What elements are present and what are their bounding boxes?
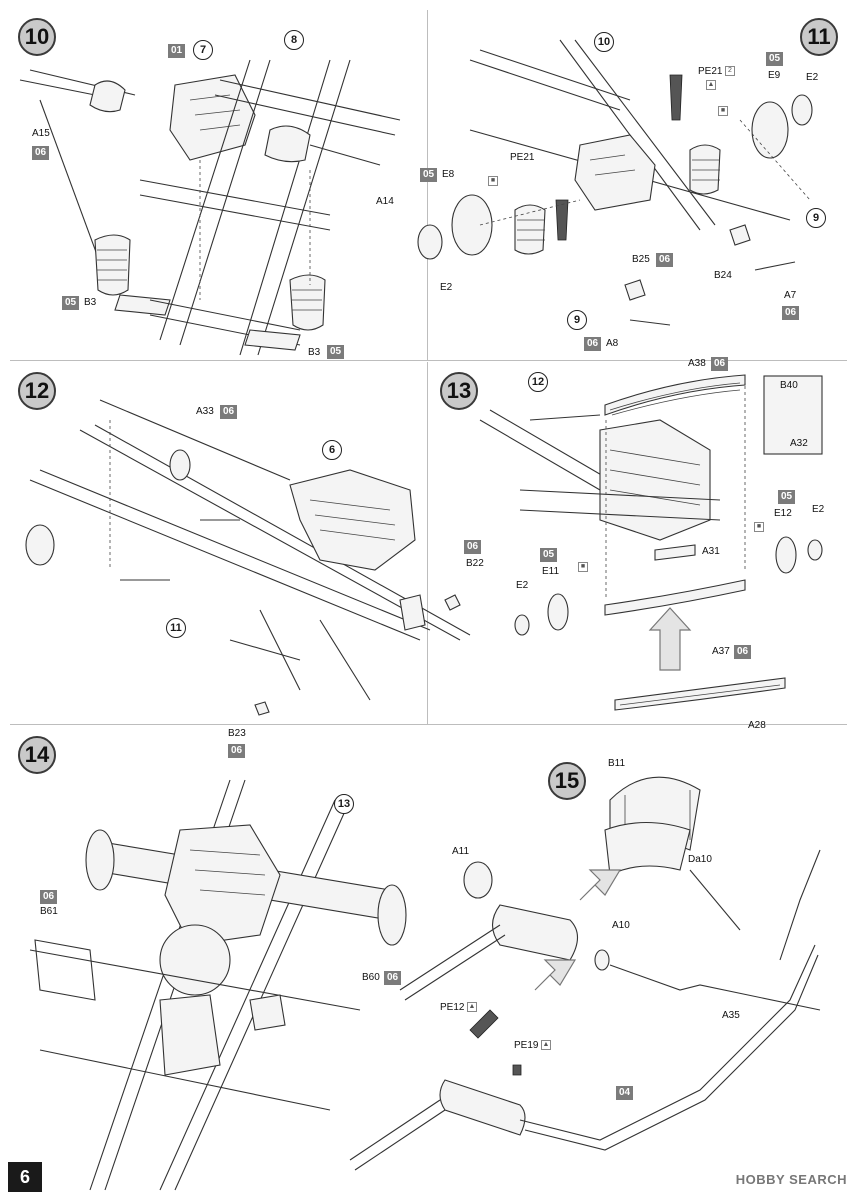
- sprue-icon-left: ■: [488, 176, 498, 186]
- label-a14: A14: [376, 196, 394, 207]
- badge-a37: 06: [734, 645, 752, 659]
- sub-assembly-9-left: 9: [567, 310, 587, 330]
- label-b24: B24: [714, 270, 732, 281]
- sub-assembly-7: 7: [193, 40, 213, 60]
- sub-assembly-13: 13: [334, 794, 354, 814]
- divider-vertical-mid: [427, 362, 428, 724]
- badge-b3-left: 05: [62, 296, 80, 310]
- step15-drawing: [349, 776, 821, 1171]
- label-a8: A8: [606, 338, 619, 349]
- badge-04: 04: [616, 1086, 634, 1100]
- label-e9: E9: [768, 70, 781, 81]
- step10-drawing: [19, 59, 401, 356]
- label-e11: E11: [542, 566, 560, 577]
- step-number-13: 13: [440, 372, 478, 410]
- badge-a8: 06: [584, 337, 602, 351]
- divider-vertical-top: [427, 10, 428, 360]
- label-b22: B22: [466, 558, 484, 569]
- photo-etch-icon-pe12: ▲: [467, 1002, 477, 1012]
- watermark-logo: HOBBY SEARCH: [735, 1172, 847, 1187]
- label-pe21-top: PE21: [698, 66, 723, 77]
- badge-b25: 06: [656, 253, 674, 267]
- label-e2-right: E2: [806, 72, 819, 83]
- step14-drawing: [29, 779, 407, 1191]
- label-b25: B25: [632, 254, 650, 265]
- badge-e12: 05: [778, 490, 796, 504]
- badge-a7: 06: [782, 306, 800, 320]
- label-a28: A28: [748, 720, 766, 731]
- sub-assembly-9-right: 9: [806, 208, 826, 228]
- sprue-icon-left: ■: [578, 562, 588, 572]
- badge-b61: 06: [40, 890, 58, 904]
- label-a10: A10: [612, 920, 630, 931]
- photo-etch-icon-pe19: ▲: [541, 1040, 551, 1050]
- label-e2-left: E2: [516, 580, 529, 591]
- label-e2-left: E2: [440, 282, 453, 293]
- badge-b22: 06: [464, 540, 482, 554]
- label-pe12: PE12: [440, 1002, 465, 1013]
- badge-b23: 06: [228, 744, 246, 758]
- step13-drawing: [479, 374, 823, 711]
- badge-b60: 06: [384, 971, 402, 985]
- label-b3-left: B3: [84, 297, 97, 308]
- badge-a15: 06: [32, 146, 50, 160]
- label-a11: A11: [452, 846, 470, 857]
- step12-drawing: [25, 399, 471, 716]
- photo-etch-number-icon: 2: [725, 66, 735, 76]
- photo-etch-icon: ▲: [706, 80, 716, 90]
- label-a7: A7: [784, 290, 797, 301]
- label-a35: A35: [722, 1010, 740, 1021]
- label-pe19: PE19: [514, 1040, 539, 1051]
- step-number-14: 14: [18, 736, 56, 774]
- label-a33: A33: [196, 406, 214, 417]
- step-number-11: 11: [800, 18, 838, 56]
- label-b60: B60: [362, 972, 380, 983]
- label-e2-right: E2: [812, 504, 825, 515]
- label-b40: B40: [780, 380, 798, 391]
- badge-e8: 05: [420, 168, 438, 182]
- label-da10: Da10: [688, 854, 712, 865]
- label-b11: B11: [608, 758, 626, 769]
- part-badge-01: 01: [168, 44, 186, 58]
- sprue-icon-right: ■: [718, 106, 728, 116]
- label-b3-right: B3: [308, 347, 321, 358]
- badge-e9: 05: [766, 52, 784, 66]
- sprue-icon-right: ■: [754, 522, 764, 532]
- sub-assembly-11: 11: [166, 618, 186, 638]
- sub-assembly-6: 6: [322, 440, 342, 460]
- step11-drawing: [417, 39, 813, 326]
- sub-assembly-10: 10: [594, 32, 614, 52]
- step-number-15: 15: [548, 762, 586, 800]
- label-a15: A15: [32, 128, 50, 139]
- badge-b3-right: 05: [327, 345, 345, 359]
- label-e8: E8: [442, 169, 455, 180]
- label-a31: A31: [702, 546, 720, 557]
- sub-assembly-12: 12: [528, 372, 548, 392]
- label-b61: B61: [40, 906, 58, 917]
- badge-e11: 05: [540, 548, 558, 562]
- label-a37: A37: [712, 646, 730, 657]
- label-e12: E12: [774, 508, 792, 519]
- badge-a38: 06: [711, 357, 729, 371]
- step-number-12: 12: [18, 372, 56, 410]
- divider-horizontal-2: [10, 724, 847, 725]
- page-number: 6: [8, 1162, 42, 1192]
- label-pe21-mid: PE21: [510, 152, 535, 163]
- step-number-10: 10: [18, 18, 56, 56]
- divider-horizontal-1: [10, 360, 847, 361]
- label-b23: B23: [228, 728, 246, 739]
- badge-a33: 06: [220, 405, 238, 419]
- label-a38: A38: [688, 358, 706, 369]
- sub-assembly-8: 8: [284, 30, 304, 50]
- label-a32: A32: [790, 438, 808, 449]
